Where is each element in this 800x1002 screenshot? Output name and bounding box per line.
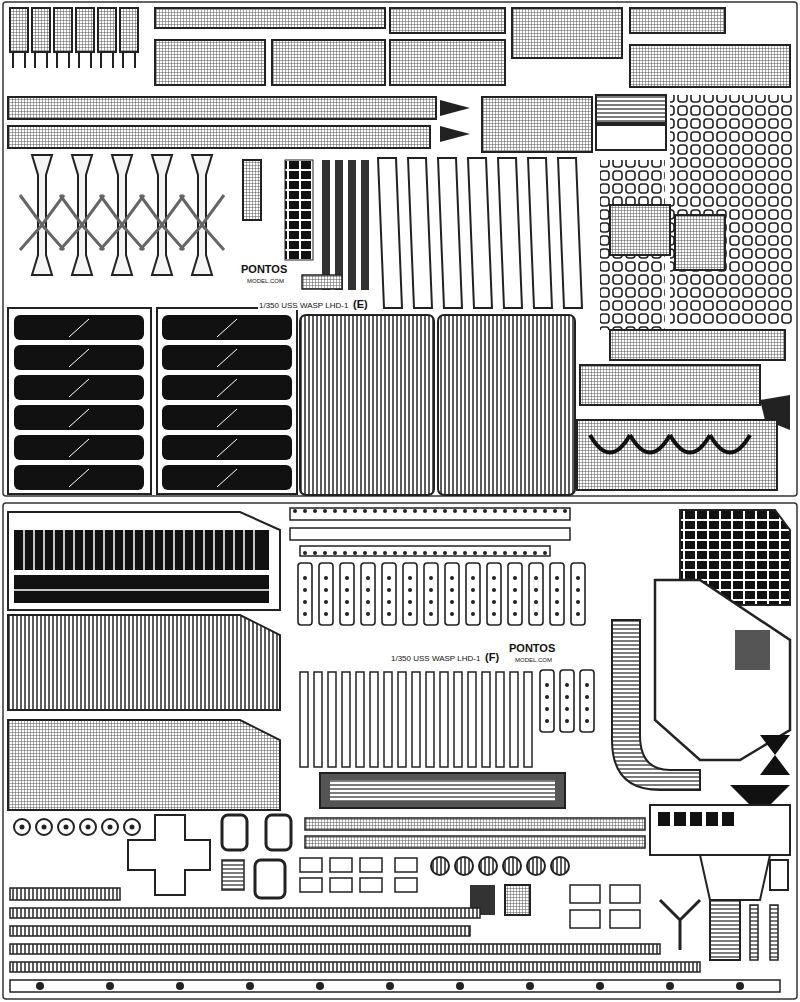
maker-logo: PONTOS [240,264,288,275]
maker-url: MODEL.COM [246,278,285,284]
maker-url: MODEL.COM [514,657,553,663]
fret-title: 1/350 USS WASP LHD-1 [258,302,349,310]
maker-logo: PONTOS [508,643,556,654]
fret-letter: (E) [352,299,369,310]
fret-title: 1/350 USS WASP LHD-1 [390,655,481,663]
fret-letter: (F) [484,652,500,663]
